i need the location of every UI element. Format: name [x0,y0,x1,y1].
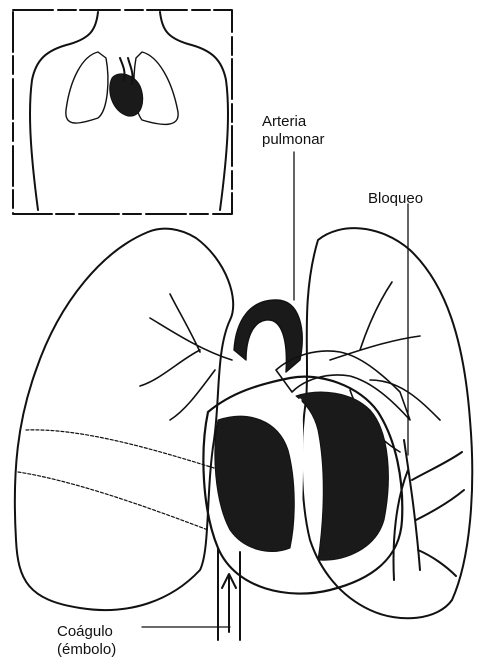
inset-heart [110,74,143,116]
label-arteria-pulmonar: Arteria pulmonar [262,113,325,149]
torso-inset [13,10,232,214]
label-coagulo: Coágulo (émbolo) [57,623,116,659]
blocked-artery-branches [394,440,464,580]
label-arteria-line1: Arteria [262,113,325,131]
label-coagulo-line1: Coágulo [57,623,116,641]
heart-chamber-left [215,416,294,551]
heart-chamber-right [296,392,388,560]
left-lung-fissure [26,430,214,468]
label-arteria-line2: pulmonar [262,131,325,149]
inset-left-lung [66,52,108,123]
heart-septum [300,400,302,560]
aorta-arch [234,300,302,372]
left-lung-fissure-2 [18,472,208,530]
label-bloqueo: Bloqueo [368,190,423,208]
clot-arrow [222,574,236,632]
main-illustration [15,228,472,640]
label-coagulo-line2: (émbolo) [57,641,116,659]
left-lung [15,229,233,610]
leader-lines [142,152,408,627]
